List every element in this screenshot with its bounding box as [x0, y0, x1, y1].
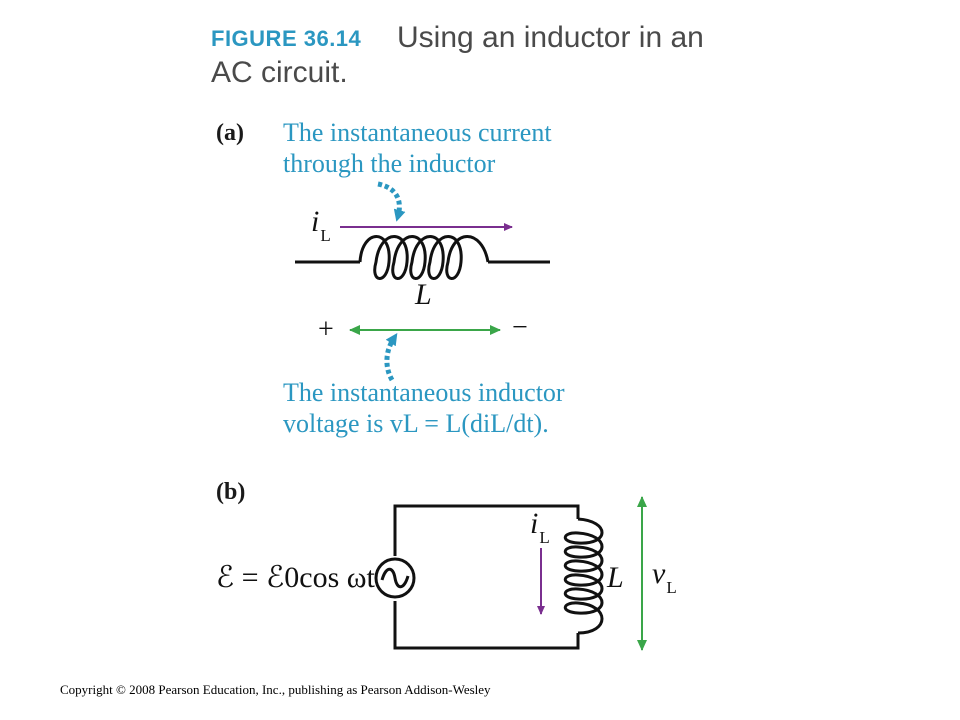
current-pointer-arrow [377, 181, 406, 222]
circuit-current-subscript: L [539, 528, 550, 547]
inductor-current-label: iL [311, 205, 331, 245]
ac-source-wave-icon [380, 567, 410, 589]
part-b-label: (b) [216, 479, 246, 505]
figure-label: FIGURE 36.14 [211, 26, 362, 51]
emf-equation: ℰ = ℰ0cos ωt [216, 561, 375, 594]
copyright-notice: Copyright © 2008 Pearson Education, Inc.… [60, 682, 491, 697]
minus-terminal: − [512, 312, 528, 343]
figure-caption-line2: AC circuit. [211, 56, 348, 89]
circuit-current-symbol: i [530, 507, 539, 540]
current-subscript: L [320, 226, 331, 245]
voltage-note-line1: The instantaneous inductor [283, 378, 565, 407]
circuit-wire-top [393, 504, 580, 556]
circuit-voltage-subscript: L [666, 578, 677, 597]
inductor-label-b: L [607, 561, 624, 594]
figure-caption-line1: Using an inductor in an [397, 21, 704, 54]
current-note-line1: The instantaneous current [283, 118, 552, 147]
inductor-coil-b [563, 517, 604, 635]
part-a-label: (a) [216, 120, 244, 146]
circuit-wire-bottom [393, 601, 580, 650]
inductor-coil-a [358, 235, 490, 280]
current-note-line2: through the inductor [283, 149, 496, 178]
circuit-voltage-symbol: v [652, 557, 666, 590]
circuit-voltage-label: vL [652, 557, 677, 597]
inductor-label-a: L [415, 278, 432, 311]
voltage-note-line2: voltage is vL = L(diL/dt). [283, 408, 549, 439]
circuit-current-label: iL [530, 507, 550, 547]
voltage-pointer-arrow [384, 333, 398, 382]
current-symbol: i [311, 205, 320, 238]
voltage-note-prefix: voltage is [283, 409, 390, 438]
plus-terminal: + [318, 314, 334, 345]
voltage-equation: vL = L(diL/dt). [389, 409, 549, 438]
